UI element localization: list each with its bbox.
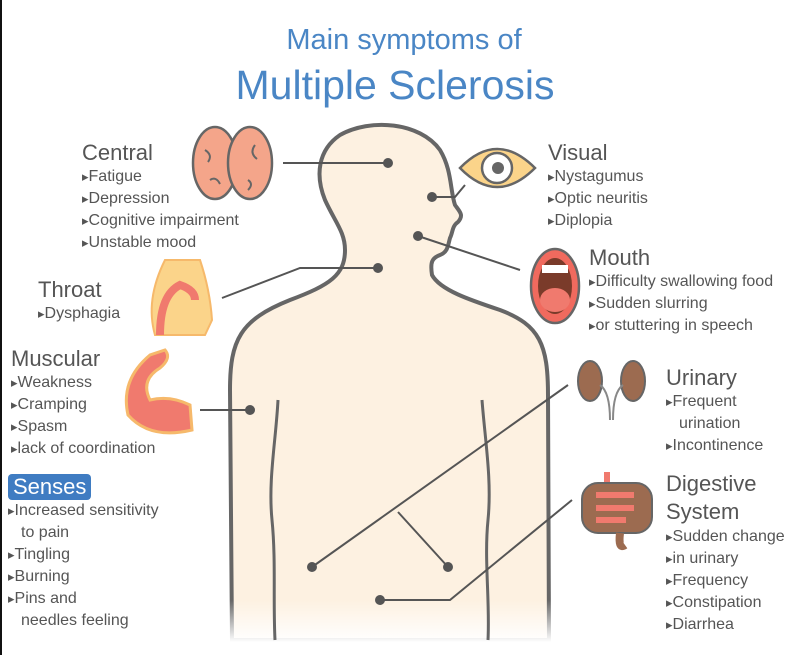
list-item: Cramping <box>11 394 155 416</box>
list-item: Depression <box>82 188 239 210</box>
section-visual: Visual Nystagumus Optic neuritis Diplopi… <box>548 140 648 232</box>
list-item: urination <box>679 415 741 432</box>
senses-heading-badge: Senses <box>8 474 92 500</box>
list-item: Frequency <box>666 570 785 592</box>
list-item: Frequent <box>666 391 763 413</box>
list-item: to pain <box>21 524 70 541</box>
list-item: or stuttering in speech <box>589 315 773 337</box>
throat-icon <box>150 259 214 336</box>
section-urinary: Urinary Frequent urination Incontinence <box>666 365 763 457</box>
list-item: needles feeling <box>21 612 129 629</box>
title-line-1: Main symptoms of <box>286 24 522 56</box>
list-item: Nystagumus <box>548 166 648 188</box>
list-item: Difficulty swallowing food <box>589 271 774 293</box>
intestines-icon <box>581 472 653 551</box>
list-item: Sudden change <box>666 526 785 548</box>
digestive-heading: Digestive <box>666 471 757 496</box>
digestive-heading-line-2: System <box>666 499 740 524</box>
list-item: Burning <box>8 566 159 588</box>
section-throat: Throat Dysphagia <box>38 277 120 325</box>
list-item: Unstable mood <box>82 232 239 254</box>
list-item: Pins and <box>8 588 159 610</box>
list-item: lack of coordination <box>11 438 156 460</box>
list-item: Fatigue <box>82 166 239 188</box>
list-item: Tingling <box>8 544 159 566</box>
eye-icon <box>458 147 537 189</box>
central-heading: Central <box>82 140 153 165</box>
throat-heading: Throat <box>38 277 102 302</box>
list-item: Diarrhea <box>666 614 785 636</box>
section-mouth: Mouth Difficulty swallowing food Sudden … <box>589 245 773 337</box>
list-item: Dysphagia <box>38 303 121 325</box>
list-item: Constipation <box>666 592 785 614</box>
kidneys-icon <box>577 360 646 421</box>
muscular-heading: Muscular <box>11 346 101 371</box>
urinary-heading: Urinary <box>666 365 737 390</box>
visual-heading: Visual <box>548 140 608 165</box>
list-item: Cognitive impairment <box>82 210 239 232</box>
list-item: Spasm <box>11 416 155 438</box>
title-line-2: Multiple Sclerosis <box>235 62 555 108</box>
list-item: Diplopia <box>548 210 648 232</box>
human-body-silhouette <box>227 122 552 642</box>
section-muscular: Muscular Weakness Cramping Spasm lack of… <box>11 346 155 460</box>
section-digestive: Digestive System Sudden change in urinar… <box>666 470 785 636</box>
list-item: Incontinence <box>666 435 764 457</box>
list-item: in urinary <box>666 548 785 570</box>
section-central: Central Fatigue Depression Cognitive imp… <box>82 140 239 254</box>
list-item: Sudden slurring <box>589 293 773 315</box>
mouth-heading: Mouth <box>589 245 651 270</box>
mouth-icon <box>529 247 581 325</box>
list-item: Optic neuritis <box>548 188 648 210</box>
left-arm-inner-line <box>269 399 280 641</box>
list-item: Increased sensitivity <box>8 500 159 522</box>
list-item: Weakness <box>11 372 155 394</box>
section-senses: Senses Increased sensitivity to pain Tin… <box>8 474 159 632</box>
right-arm-inner-line <box>480 399 491 641</box>
